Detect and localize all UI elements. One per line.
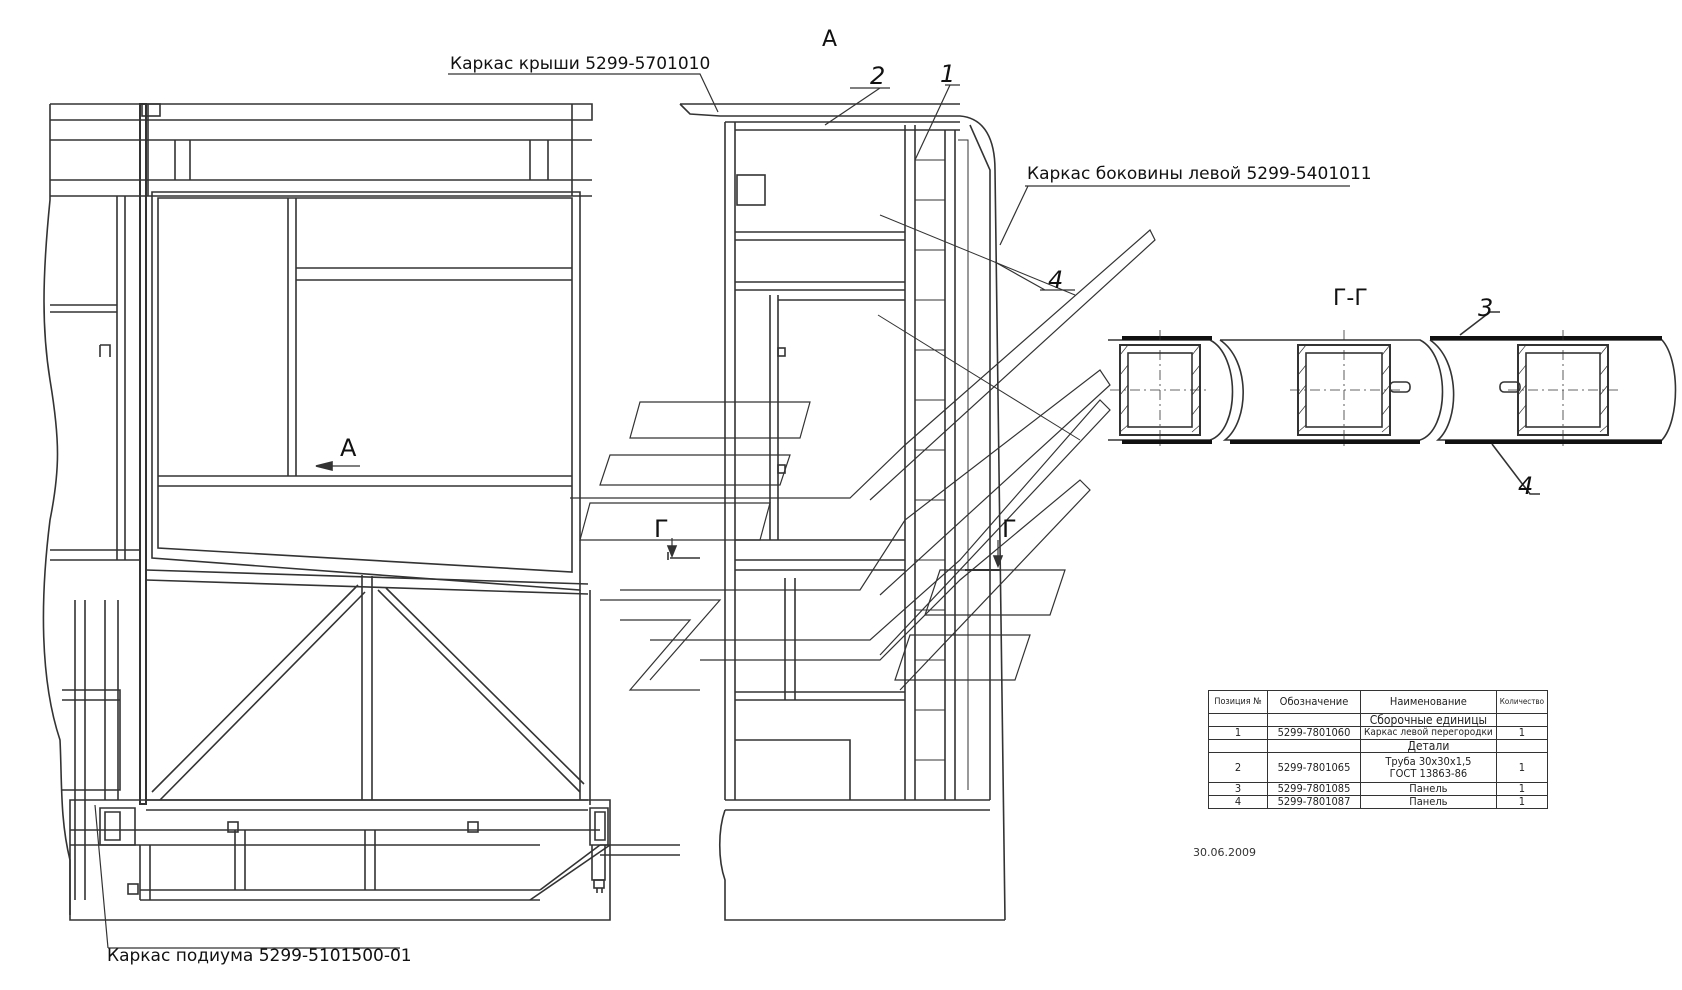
spec-name: Панель	[1360, 795, 1497, 809]
spec-header-name: Наименование	[1360, 690, 1497, 714]
spec-name-line2: ГОСТ 13863-86	[1389, 766, 1468, 780]
spec-pos: 4	[1208, 795, 1268, 809]
spec-qty: 1	[1495, 795, 1549, 809]
callout-2: 2	[870, 62, 885, 90]
spec-row: 1 5299-7801060 Каркас левой перегородки …	[1208, 726, 1549, 740]
spec-header-code: Обозначение	[1267, 690, 1361, 714]
spec-section-title: Детали	[1360, 739, 1497, 753]
spec-qty: 1	[1495, 752, 1549, 783]
spec-pos: 2	[1208, 752, 1268, 783]
spec-header-qty: Количество	[1495, 690, 1549, 714]
callout-4-view: 4	[1048, 266, 1063, 294]
view-a	[570, 103, 1156, 921]
spec-qty: 1	[1495, 726, 1549, 740]
callout-4-section: 4	[1518, 472, 1533, 500]
section-mark-left: Г	[654, 515, 669, 543]
left-side-frame-label: Каркас боковины левой 5299-5401011	[1027, 164, 1372, 184]
spec-code: 5299-7801065	[1267, 752, 1361, 783]
spec-code: 5299-7801085	[1267, 782, 1361, 796]
view-arrow-label: А	[340, 434, 357, 462]
spec-code: 5299-7801060	[1267, 726, 1361, 740]
spec-header-row: Позиция № Обозначение Наименование Колич…	[1208, 690, 1549, 714]
spec-row: 4 5299-7801087 Панель 1	[1208, 795, 1549, 809]
callout-1: 1	[940, 60, 955, 88]
spec-name: Каркас левой перегородки	[1360, 726, 1497, 740]
spec-row: 2 5299-7801065 Труба 30х30х1,5 ГОСТ 1386…	[1208, 752, 1549, 783]
roof-frame-label: Каркас крыши 5299-5701010	[450, 54, 710, 74]
spec-section-row: Детали	[1208, 739, 1549, 753]
spec-name: Панель	[1360, 782, 1497, 796]
section-mark-right: Г	[1002, 515, 1017, 543]
section-g-g	[1108, 311, 1677, 495]
spec-pos: 3	[1208, 782, 1268, 796]
podium-frame-label: Каркас подиума 5299-5101500-01	[107, 946, 412, 966]
spec-qty: 1	[1495, 782, 1549, 796]
callout-3: 3	[1478, 294, 1493, 322]
spec-name-line1: Труба 30х30х1,5	[1385, 754, 1472, 768]
spec-name: Труба 30х30х1,5 ГОСТ 13863-86	[1360, 752, 1497, 783]
spec-section-row: Сборочные единицы	[1208, 713, 1549, 727]
specification-table: Позиция № Обозначение Наименование Колич…	[1208, 690, 1549, 809]
view-title: А	[822, 27, 837, 52]
drawing-date: 30.06.2009	[1193, 846, 1256, 859]
spec-row: 3 5299-7801085 Панель 1	[1208, 782, 1549, 796]
spec-pos: 1	[1208, 726, 1268, 740]
spec-code: 5299-7801087	[1267, 795, 1361, 809]
spec-section-title: Сборочные единицы	[1360, 713, 1497, 727]
left-frame-view	[42, 103, 680, 921]
spec-header-pos: Позиция №	[1208, 690, 1268, 714]
section-title: Г-Г	[1333, 286, 1368, 311]
